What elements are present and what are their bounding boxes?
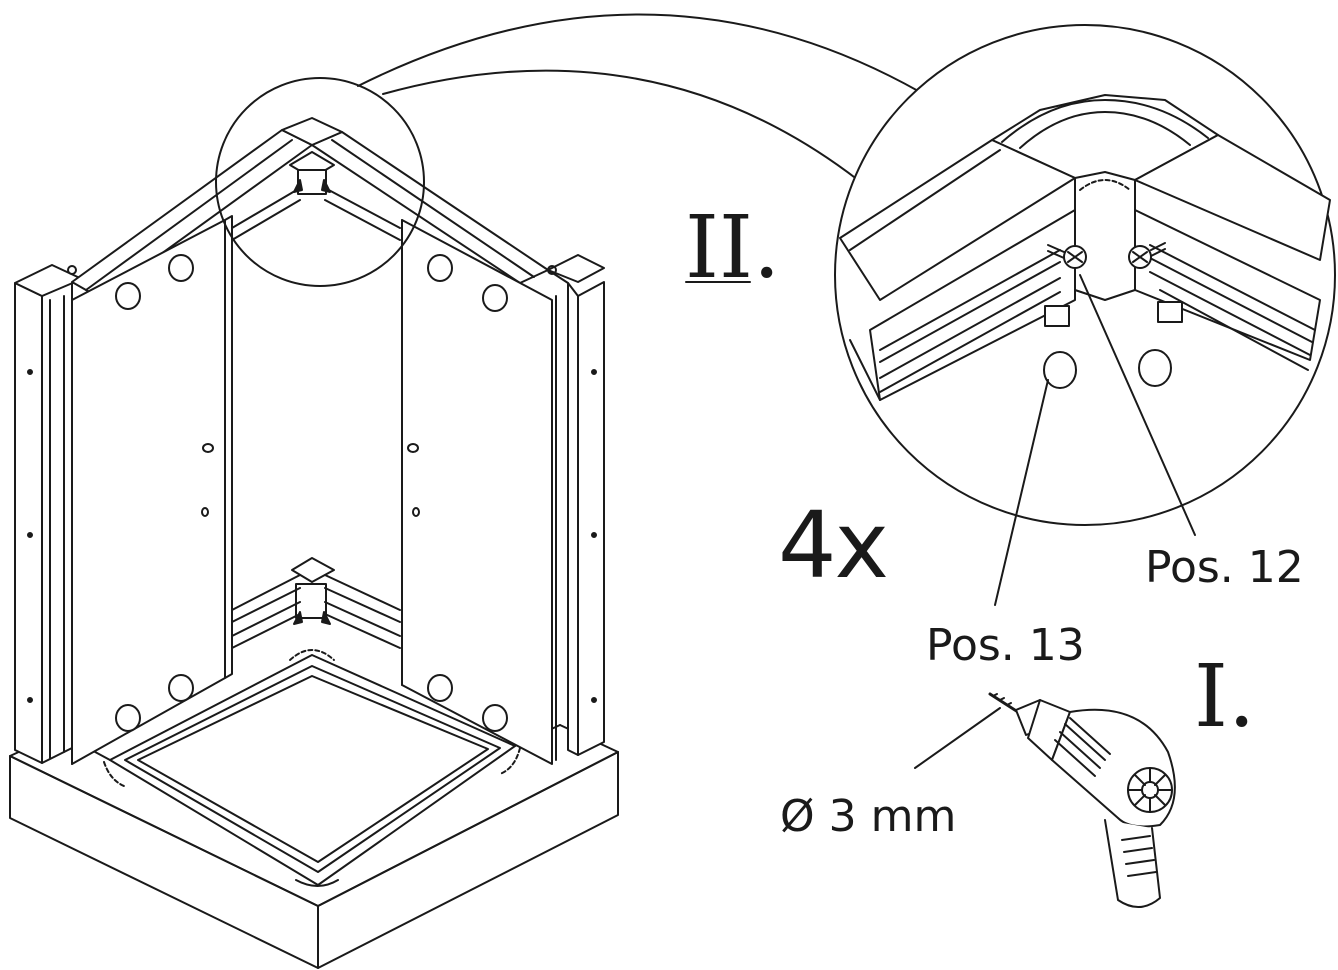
top-screws: [67, 265, 557, 275]
top-rails: [71, 117, 549, 313]
step-2-label: II.: [685, 198, 781, 298]
pos-13-label: Pos. 13: [926, 620, 1085, 671]
screw-pos12: [1047, 242, 1166, 269]
base-plinth: [9, 724, 619, 969]
pos-12-label: Pos. 12: [1145, 542, 1304, 593]
quantity-label: 4x: [778, 492, 889, 599]
zoom-detail: [834, 24, 1336, 526]
upper-corner-bracket: [231, 151, 401, 241]
lower-corner-bracket: [231, 557, 401, 649]
step-1-label: I.: [1194, 647, 1256, 747]
detail-callout-ring: [215, 13, 921, 287]
shelf-pins: [115, 254, 508, 732]
left-side-panel: [71, 215, 233, 765]
drill-bit-diameter-label: Ø 3 mm: [780, 791, 957, 842]
leader-lines: [914, 274, 1196, 769]
right-side-panel: [401, 219, 553, 765]
cabinet-frame: [9, 117, 619, 969]
drill-icon: [988, 692, 1176, 908]
floor-panel: [103, 649, 521, 887]
right-front-post: [547, 254, 605, 761]
